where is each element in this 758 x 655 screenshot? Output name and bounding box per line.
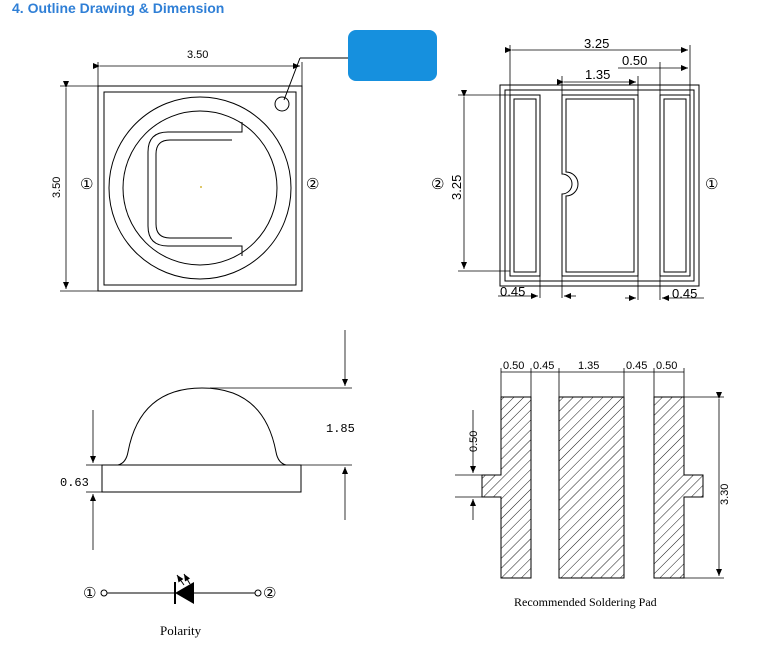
lens-d-inner xyxy=(155,139,232,239)
polarity-symbol: ① ② Polarity xyxy=(83,573,276,638)
dome-height-label: 1.85 xyxy=(326,422,355,436)
bottom-pad-center-inner xyxy=(565,98,635,273)
sp-center-label: 1.35 xyxy=(578,360,599,372)
pad-center xyxy=(558,396,625,579)
bottom-pin2-label: ② xyxy=(431,175,444,193)
cathode-leader xyxy=(283,57,301,101)
bottom-view: 3.25 0.50 1.35 3.25 ② ① 0.45 0.45 xyxy=(431,36,718,301)
bottom-outer-body xyxy=(499,84,700,287)
bw-center-label: 1.35 xyxy=(585,67,610,82)
polarity-label: Polarity xyxy=(160,623,202,638)
sp-pad2-label: 0.50 xyxy=(656,360,677,372)
pad-left xyxy=(481,396,532,579)
bh-height-label: 3.25 xyxy=(449,175,464,200)
bottom-pad-left xyxy=(509,94,541,277)
tab-label: 0.50 xyxy=(468,431,480,452)
section-heading: 4. Outline Drawing & Dimension xyxy=(12,0,225,16)
lens-inner-ring xyxy=(122,110,278,266)
lens-outer-ring xyxy=(108,96,292,280)
top-outer-body xyxy=(97,85,303,292)
center-dot xyxy=(200,186,202,188)
bottom-inner-body xyxy=(504,89,695,282)
bottom-pin1-label: ① xyxy=(705,175,718,193)
sp-gap2-label: 0.45 xyxy=(626,360,647,372)
bg-left-label: 0.45 xyxy=(500,284,525,299)
bottom-pad-right-inner xyxy=(663,98,687,273)
polarity-terminal-right xyxy=(254,589,262,597)
side-dome xyxy=(102,387,301,466)
base-height-label: 0.63 xyxy=(60,476,89,490)
sp-gap1-label: 0.45 xyxy=(533,360,554,372)
cathode-mark xyxy=(274,96,290,112)
side-view: 1.85 0.63 xyxy=(60,330,355,550)
top-inner-body xyxy=(103,91,297,286)
polarity-pin1: ① xyxy=(83,584,96,602)
top-view: 3.50 3.50 ① ② xyxy=(51,49,348,292)
bw-pad-label: 0.50 xyxy=(622,53,647,68)
bottom-pad-center xyxy=(561,94,639,277)
solder-pad-label: Recommended Soldering Pad xyxy=(514,595,657,609)
bg-right-label: 0.45 xyxy=(672,286,697,301)
bottom-pad-left-inner xyxy=(513,98,537,273)
lens-d-shape xyxy=(147,122,243,256)
polarity-pin2: ② xyxy=(263,584,276,602)
diode-triangle xyxy=(175,582,194,604)
cathode-badge xyxy=(348,30,437,81)
pad-right xyxy=(653,396,704,579)
sp-pad1-label: 0.50 xyxy=(503,360,524,372)
emit-arrow-2 xyxy=(183,573,191,585)
bottom-pad-right xyxy=(659,94,691,277)
bw-width-label: 3.25 xyxy=(584,36,609,51)
emit-arrow-1 xyxy=(176,574,185,586)
top-pin2-label: ② xyxy=(306,175,319,193)
polarity-terminal-left xyxy=(100,589,108,597)
top-height-label: 3.50 xyxy=(51,177,63,198)
top-width-label: 3.50 xyxy=(187,49,208,61)
top-pin1-label: ① xyxy=(80,175,93,193)
solder-pad: 0.50 0.45 1.35 0.45 0.50 0.50 3.30 Recom… xyxy=(455,360,731,609)
side-base xyxy=(101,464,302,493)
sp-height-label: 3.30 xyxy=(719,484,731,505)
